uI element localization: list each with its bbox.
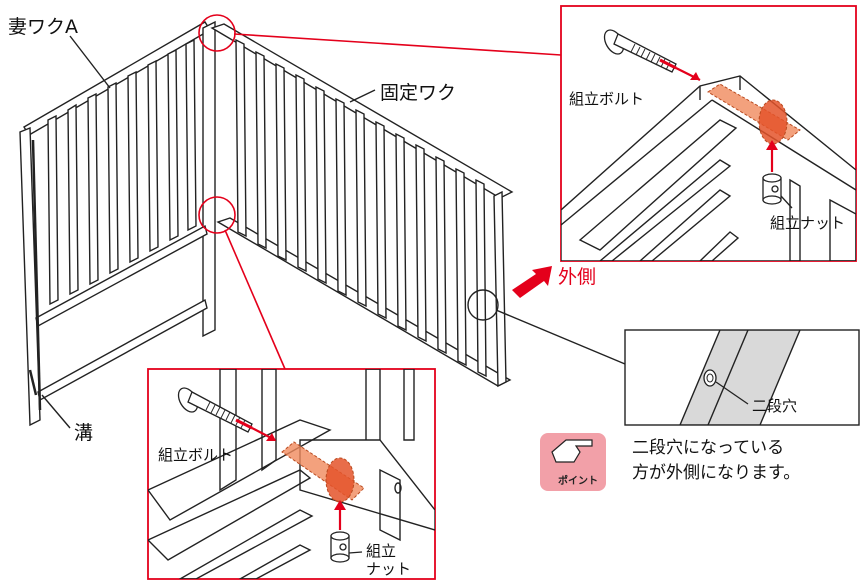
detail-box-top	[560, 5, 857, 262]
detail-circle-middle	[198, 196, 236, 234]
point-note-line1: 二段穴になっている	[632, 438, 785, 458]
detail-box-point	[624, 329, 860, 426]
point-badge-label: ポイント	[558, 476, 598, 487]
connector-bottom	[224, 229, 286, 370]
label-bolt-bottom: 組立ボルト	[158, 446, 234, 464]
point-note: 二段穴になっている 方が外側になります。	[632, 436, 800, 486]
label-nut-bottom-line1: 組立	[366, 542, 397, 560]
outside-arrow-icon	[512, 266, 552, 298]
bolt-top-icon	[603, 29, 701, 81]
label-groove: 溝	[74, 422, 94, 444]
bolt-bottom-icon	[177, 387, 276, 441]
label-nut-bottom-line2: ナット	[366, 560, 412, 578]
detail-circle-top	[198, 14, 236, 52]
label-bolt-top: 組立ボルト	[569, 90, 645, 108]
nut-bottom-icon	[330, 500, 363, 563]
label-outside: 外側	[558, 266, 597, 288]
detail-box-bottom	[147, 368, 436, 580]
leader-fixed-frame	[349, 89, 376, 103]
frame-a-panel	[19, 20, 216, 427]
label-nut-top: 組立ナット	[770, 214, 846, 232]
leader-frame-a	[69, 35, 111, 89]
point-note-line2: 方が外側になります。	[632, 463, 801, 483]
connector-top	[233, 33, 562, 56]
label-fixed-frame: 固定ワク	[380, 82, 457, 104]
leader-groove	[41, 394, 71, 429]
label-frame-a: 妻ワクA	[8, 16, 78, 38]
nut-top-icon	[762, 140, 793, 209]
fixed-frame-panel	[210, 23, 514, 388]
connector-point	[495, 309, 626, 365]
label-double-hole: 二段穴	[752, 397, 798, 415]
pointing-hand-icon-overlay	[551, 439, 593, 463]
detail-circle-point	[467, 289, 499, 321]
